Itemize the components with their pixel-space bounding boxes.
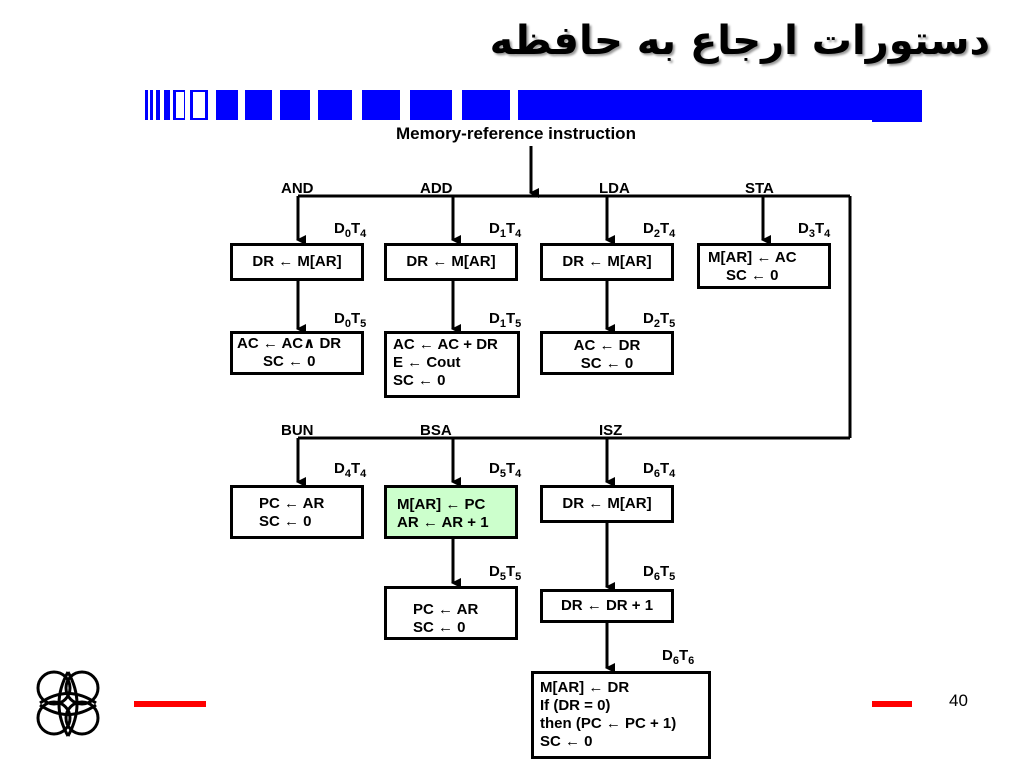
cond-bsa-t4: D5T4 <box>489 460 522 480</box>
box-and-t5: AC ← AC∧ DR SC ← 0 <box>230 331 364 375</box>
university-logo-icon <box>36 670 100 737</box>
cond-sta-t4: D3T4 <box>798 220 831 240</box>
box-add-t5: AC ← AC + DR E ← Cout SC ← 0 <box>384 331 520 398</box>
box-add-t4: DR ← M[AR] <box>384 243 518 281</box>
cond-and-t4: D0T4 <box>334 220 367 240</box>
page-number: 40 <box>949 691 968 710</box>
branch-label-lda: LDA <box>599 180 630 197</box>
cond-isz-t5: D6T5 <box>643 563 676 583</box>
box-isz-t5: DR ← DR + 1 <box>540 589 674 623</box>
cond-bsa-t5: D5T5 <box>489 563 522 583</box>
branch-label-isz: ISZ <box>599 422 623 439</box>
cond-bun-t4: D4T4 <box>334 460 367 480</box>
decorative-bar-strip <box>145 90 922 122</box>
cond-lda-t4: D2T4 <box>643 220 676 240</box>
cond-add-t4: D1T4 <box>489 220 522 240</box>
cond-add-t5: D1T5 <box>489 310 522 330</box>
cond-lda-t5: D2T5 <box>643 310 676 330</box>
box-isz-t6: M[AR] ← DR If (DR = 0) then (PC ← PC + 1… <box>531 671 711 759</box>
cond-and-t5: D0T5 <box>334 310 367 330</box>
box-bsa-t4: M[AR] ← PC AR ← AR + 1 <box>384 485 518 539</box>
branch-label-bsa: BSA <box>420 422 452 439</box>
footer-red-bar-left <box>134 701 206 707</box>
diagram-header: Memory-reference instruction <box>396 124 636 143</box>
box-bun-t4: PC ← AR SC ← 0 <box>230 485 364 539</box>
box-bsa-t5: PC ← AR SC ← 0 <box>384 586 518 640</box>
footer-red-bar-right <box>872 701 912 707</box>
branch-label-add: ADD <box>420 180 453 197</box>
box-isz-t4: DR ← M[AR] <box>540 485 674 523</box>
box-and-t4: DR ← M[AR] <box>230 243 364 281</box>
box-sta-t4: M[AR] ← AC SC ← 0 <box>697 243 831 289</box>
cond-isz-t4: D6T4 <box>643 460 676 480</box>
box-lda-t4: DR ← M[AR] <box>540 243 674 281</box>
branch-label-sta: STA <box>745 180 774 197</box>
branch-label-bun: BUN <box>281 422 314 439</box>
slide-title: دستورات ارجاع به حافظه <box>489 18 990 64</box>
cond-isz-t6: D6T6 <box>662 647 695 667</box>
branch-label-and: AND <box>281 180 314 197</box>
box-lda-t5: AC ← DR SC ← 0 <box>540 331 674 375</box>
